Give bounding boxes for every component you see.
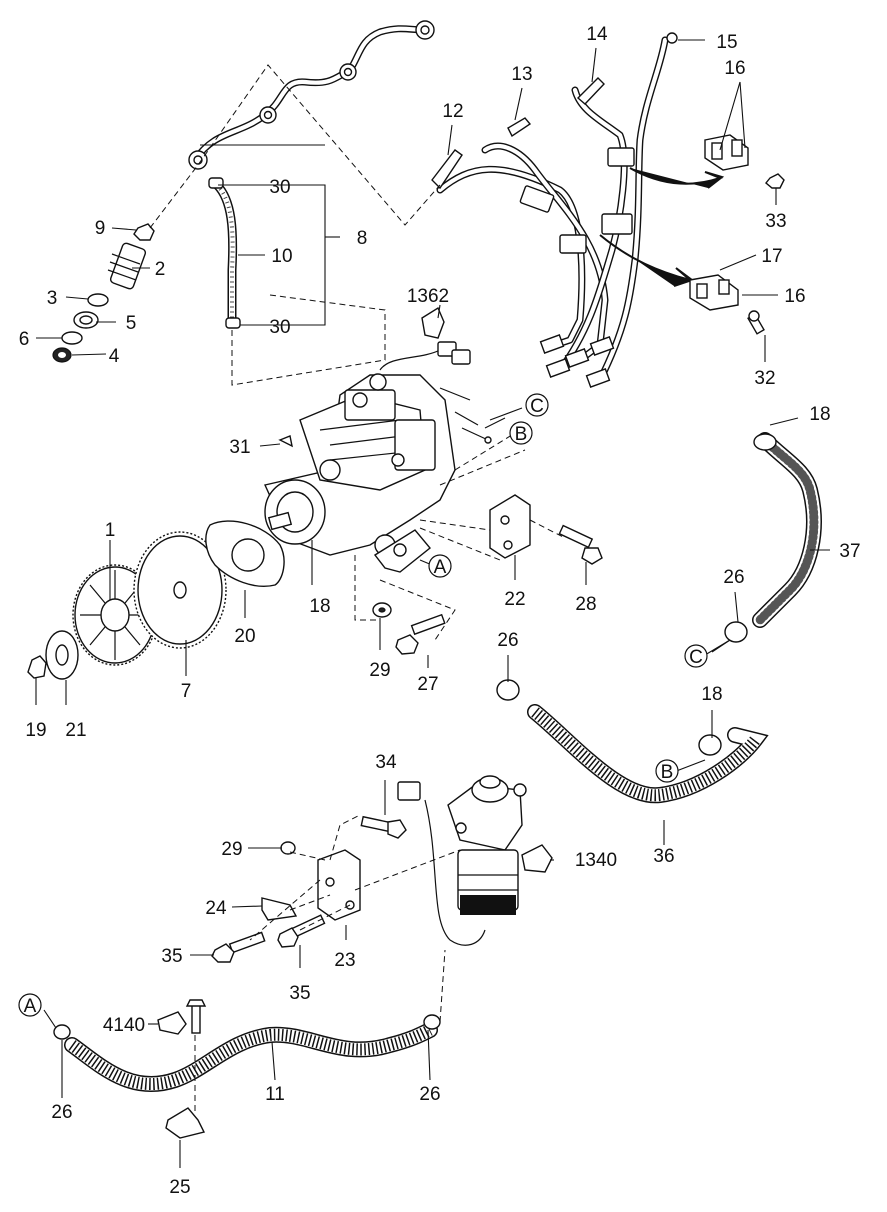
label-24: 24 <box>205 898 227 919</box>
ref-B-hose: B <box>661 762 674 783</box>
clamp-16-upper <box>704 134 785 189</box>
label-30-lower: 30 <box>269 317 290 338</box>
label-33: 33 <box>765 211 786 232</box>
label-21: 21 <box>65 720 86 741</box>
dashed-connectors <box>149 64 566 1115</box>
label-26-c: 26 <box>723 567 744 588</box>
label-25: 25 <box>169 1177 190 1198</box>
label-17: 17 <box>761 246 782 267</box>
label-22: 22 <box>504 589 525 610</box>
ref-C-hose: C <box>689 647 703 668</box>
fuel-filter-assembly <box>397 775 553 946</box>
detail-arrows <box>599 167 725 287</box>
ref-B-top: B <box>515 424 528 445</box>
label-28: 28 <box>575 594 596 615</box>
bolt-34 <box>360 815 407 839</box>
label-36: 36 <box>653 846 674 867</box>
label-1362: 1362 <box>407 286 449 307</box>
ref-A-hose: A <box>24 996 37 1017</box>
label-4: 4 <box>109 346 120 367</box>
clamp-16-17-lower <box>689 274 765 335</box>
ref-circle-A-hose <box>18 993 42 1017</box>
label-26-right: 26 <box>419 1084 440 1105</box>
return-hose <box>208 177 241 329</box>
clip-25 <box>165 1107 206 1139</box>
pump-gear-group <box>27 520 285 680</box>
label-18-pump: 18 <box>309 596 330 617</box>
label-10: 10 <box>271 246 292 267</box>
label-11: 11 <box>265 1084 285 1105</box>
injection-pipes <box>431 32 678 388</box>
ref-C-top: C <box>530 396 544 417</box>
part-labels: 1 2 3 4 5 6 7 8 9 10 11 12 13 14 15 16 1… <box>19 24 861 1198</box>
label-12: 12 <box>442 101 463 122</box>
label-1340: 1340 <box>575 850 617 871</box>
label-15: 15 <box>716 32 737 53</box>
label-4140: 4140 <box>103 1015 145 1036</box>
label-30-upper: 30 <box>269 177 290 198</box>
label-26-left: 26 <box>51 1102 72 1123</box>
label-13: 13 <box>511 64 532 85</box>
washer-29 <box>372 602 392 618</box>
label-18-hose: 18 <box>701 684 722 705</box>
label-29-filter: 29 <box>221 839 242 860</box>
hose-11 <box>53 999 441 1093</box>
label-6: 6 <box>19 329 30 350</box>
label-27: 27 <box>417 674 438 695</box>
label-31: 31 <box>229 437 250 458</box>
hose-37 <box>724 432 822 643</box>
label-8: 8 <box>357 228 368 249</box>
label-16-lower: 16 <box>784 286 805 307</box>
bolt-28 <box>558 524 603 565</box>
label-23: 23 <box>334 950 355 971</box>
label-16-upper: 16 <box>724 58 745 79</box>
label-18-top: 18 <box>809 404 830 425</box>
reference-markers: C B A C B A <box>18 393 708 1017</box>
label-9: 9 <box>95 218 106 239</box>
ref-circle-B-hose <box>655 759 679 783</box>
ref-A-pump: A <box>434 557 447 578</box>
label-14: 14 <box>586 24 608 45</box>
label-32: 32 <box>754 368 775 389</box>
label-29-pump: 29 <box>369 660 390 681</box>
ref-circle-C-hose <box>684 644 708 668</box>
clip-24 <box>261 897 298 921</box>
injector-group <box>52 223 155 363</box>
label-35-left: 35 <box>161 946 182 967</box>
ref-circle-C-top <box>525 393 549 417</box>
label-35-right: 35 <box>289 983 310 1004</box>
hose-36 <box>496 679 769 804</box>
label-5: 5 <box>126 313 137 334</box>
label-19: 19 <box>25 720 46 741</box>
ref-circle-B-top <box>509 421 533 445</box>
label-20: 20 <box>234 626 255 647</box>
label-34: 34 <box>375 752 397 773</box>
label-2: 2 <box>155 259 166 280</box>
injection-pump <box>264 306 492 573</box>
ref-circle-A-pump <box>428 554 452 578</box>
label-7: 7 <box>181 681 192 702</box>
bracket-23 <box>317 849 361 921</box>
label-37: 37 <box>839 541 860 562</box>
label-1: 1 <box>105 520 116 541</box>
label-26-hose36: 26 <box>497 630 518 651</box>
label-3: 3 <box>47 288 58 309</box>
bolt-27 <box>395 613 446 655</box>
bolts-35 <box>211 914 326 963</box>
leader-lines <box>35 39 830 1168</box>
bracket-22 <box>489 494 531 559</box>
injection-pipe-return-assembly <box>188 20 435 170</box>
